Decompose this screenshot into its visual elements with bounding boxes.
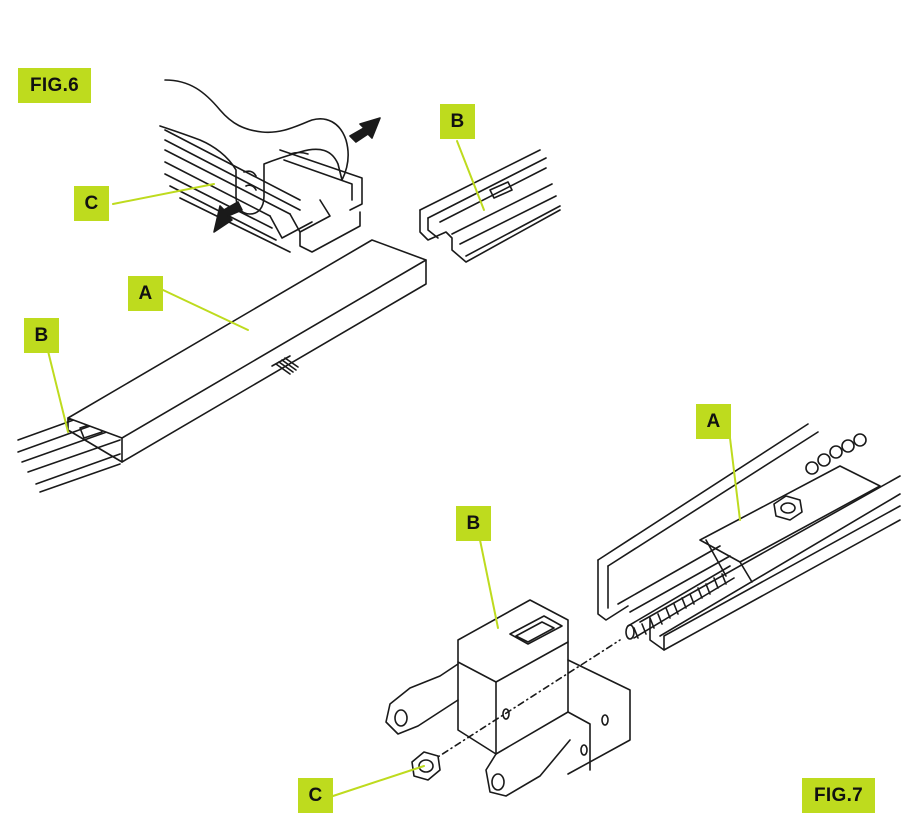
fig7-title: FIG.7 (802, 778, 876, 813)
rail-a-assembly (597, 423, 901, 651)
hex-nut-a (773, 495, 803, 521)
chain (805, 433, 867, 475)
hand (159, 79, 349, 215)
label-c-fig7: C (298, 778, 333, 813)
label-a-fig7: A (696, 404, 731, 439)
label-b-left: B (24, 318, 59, 353)
arrow-right-icon (349, 117, 381, 143)
fig7-leader-lines (332, 437, 741, 797)
sleeve-screw (275, 357, 299, 375)
connector-sleeve-a (67, 239, 427, 463)
threaded-rod (625, 565, 735, 640)
hex-nut-c (411, 751, 441, 781)
rail-b-top (419, 149, 561, 263)
label-b-fig7: B (456, 506, 491, 541)
fig6-leader-lines (47, 140, 485, 433)
bracket-b (385, 599, 631, 797)
label-c-fig6: C (74, 186, 109, 221)
label-b-top: B (440, 104, 475, 139)
arrow-left-icon (213, 201, 243, 233)
fig6-title: FIG.6 (18, 68, 92, 103)
label-a-fig6: A (128, 276, 163, 311)
